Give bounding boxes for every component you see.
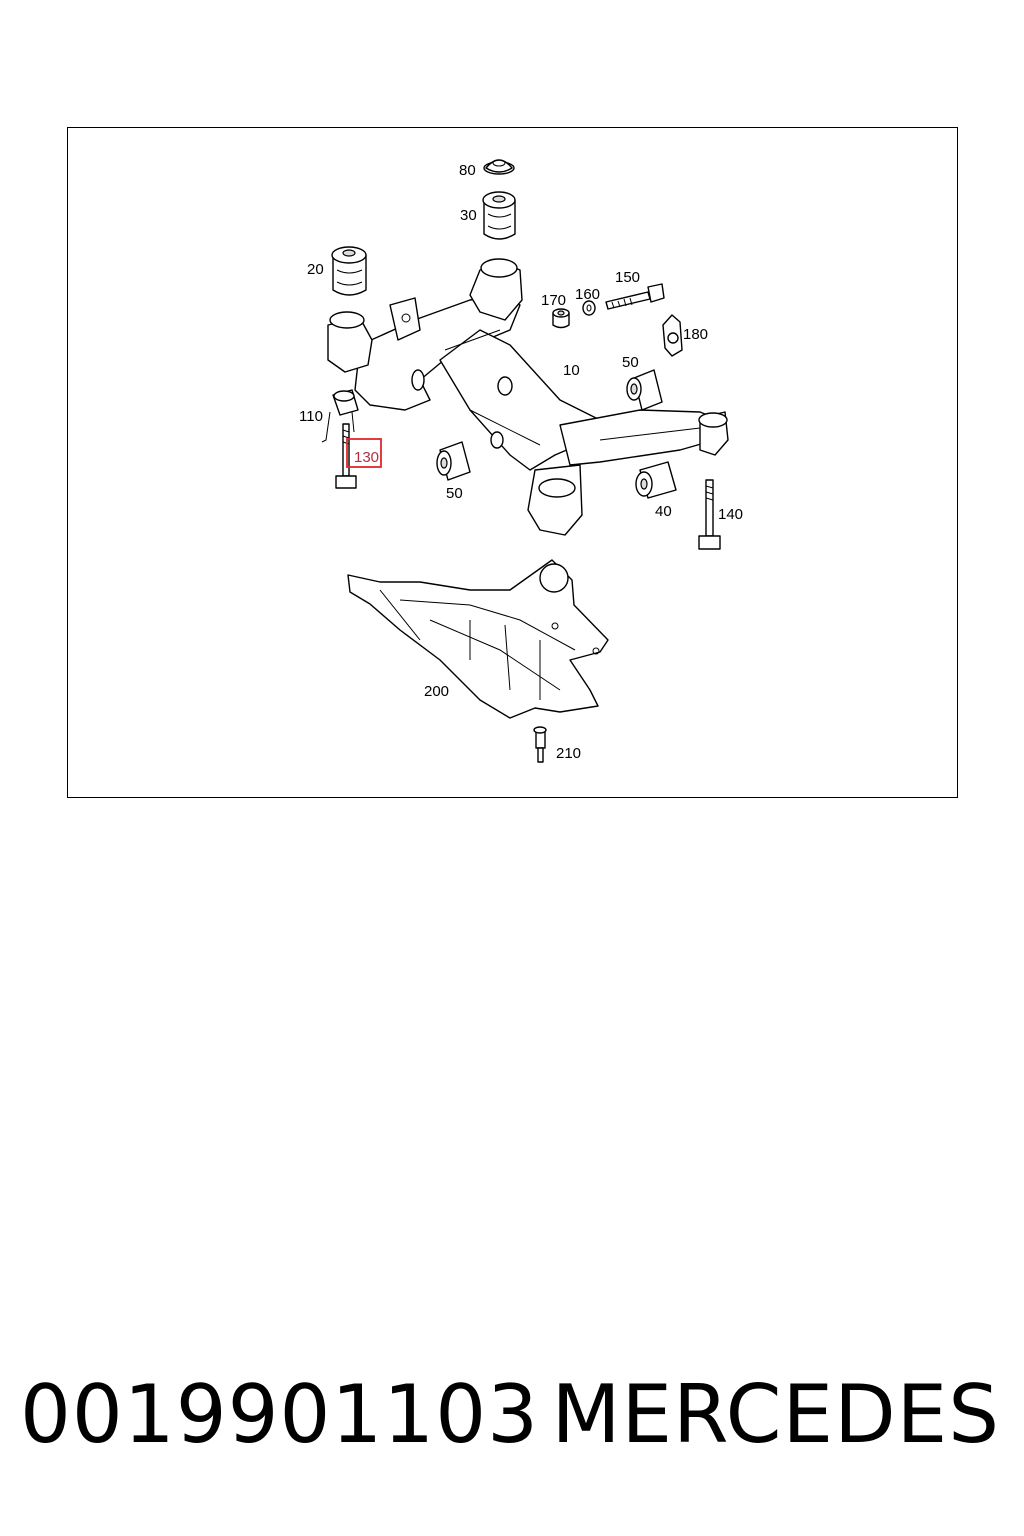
- label-80[interactable]: 80: [459, 162, 476, 179]
- part-150-bolt[interactable]: [605, 283, 665, 310]
- label-210[interactable]: 210: [556, 745, 581, 762]
- label-200[interactable]: 200: [424, 683, 449, 700]
- part-160-washer[interactable]: [582, 300, 596, 316]
- part-80-mount-cap[interactable]: [483, 159, 515, 175]
- part-130-bolt[interactable]: [335, 423, 357, 489]
- part-200-underbody-shield[interactable]: [347, 559, 609, 719]
- label-10[interactable]: 10: [563, 362, 580, 379]
- brand-name: MERCEDES: [551, 1368, 1000, 1461]
- label-40[interactable]: 40: [655, 503, 672, 520]
- part-180-bracket[interactable]: [662, 314, 683, 357]
- part-30-bushing[interactable]: [482, 191, 516, 240]
- part-40-bushing[interactable]: [635, 461, 677, 499]
- diagram-frame: [67, 127, 958, 798]
- label-110[interactable]: 110: [299, 408, 323, 425]
- part-50-bushing-upper[interactable]: [626, 369, 663, 411]
- label-50-upper[interactable]: 50: [622, 354, 639, 371]
- label-150[interactable]: 150: [615, 269, 640, 286]
- label-50-lower[interactable]: 50: [446, 485, 463, 502]
- highlight-box: [346, 438, 382, 468]
- label-30[interactable]: 30: [460, 207, 477, 224]
- part-210-bolt[interactable]: [533, 726, 547, 763]
- caption-bar: 0019901103 MERCEDES: [0, 1365, 1024, 1475]
- part-170-nut[interactable]: [552, 308, 570, 329]
- label-170[interactable]: 170: [541, 292, 566, 309]
- label-160[interactable]: 160: [575, 286, 600, 303]
- label-20[interactable]: 20: [307, 261, 324, 278]
- part-50-bushing-lower[interactable]: [436, 441, 471, 481]
- part-110-bracket[interactable]: [321, 389, 359, 443]
- label-140[interactable]: 140: [718, 506, 743, 523]
- label-180[interactable]: 180: [683, 326, 708, 343]
- part-10-subframe[interactable]: [327, 258, 729, 536]
- part-140-bolt[interactable]: [698, 479, 721, 550]
- part-number: 0019901103: [20, 1368, 539, 1461]
- label-130[interactable]: 130: [354, 449, 379, 466]
- part-20-bushing[interactable]: [331, 246, 367, 296]
